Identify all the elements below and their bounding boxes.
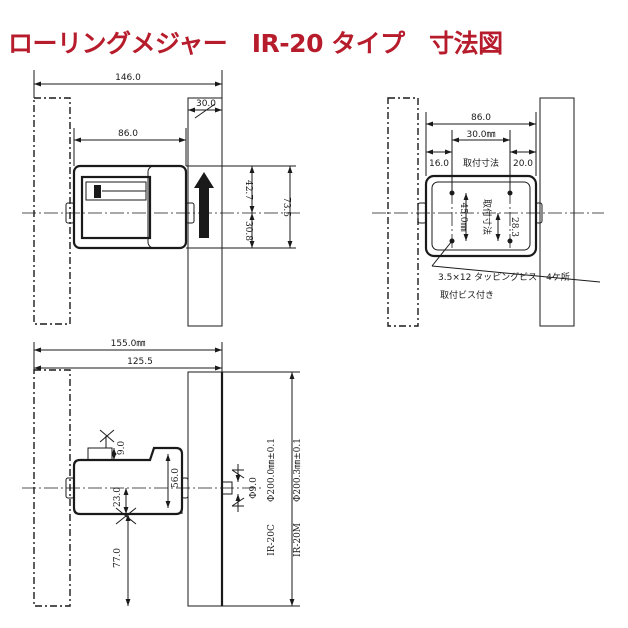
side-wall-outline bbox=[387, 97, 419, 327]
bottom-shaft bbox=[221, 481, 233, 495]
direction-arrow-icon bbox=[194, 172, 214, 238]
side-mount-pitch: 30.0㎜ bbox=[466, 130, 495, 140]
front-wall-outline bbox=[33, 97, 71, 325]
bottom-view: 155.0㎜ 125.5 9.0 56.0 23.0 77.0 Φ9.0 bbox=[22, 339, 303, 607]
side-left-wheel bbox=[417, 202, 427, 224]
dia-c: Φ200.0㎜±0.1 bbox=[267, 438, 277, 502]
front-rail bbox=[187, 97, 223, 327]
bottom-tab-height: 9.0 bbox=[117, 441, 127, 456]
bottom-offset: 77.0 bbox=[113, 548, 123, 568]
side-mount-label: 取付寸法 bbox=[463, 157, 499, 169]
front-lower-height: 30.8 bbox=[243, 221, 253, 241]
front-display-window bbox=[80, 175, 152, 240]
front-right-wheel bbox=[185, 202, 195, 224]
front-view: 146.0 30.0 86.0 42.7 30.8 73.5 bbox=[22, 70, 302, 327]
bottom-overall-width: 155.0㎜ bbox=[111, 339, 146, 349]
model-c: IR-20C bbox=[267, 524, 277, 556]
bottom-body-height: 56.0 bbox=[171, 468, 181, 488]
dia-m: Φ200.3㎜±0.1 bbox=[293, 438, 303, 502]
model-m: IR-20M bbox=[293, 523, 303, 557]
bottom-left-wheel bbox=[65, 477, 75, 499]
screw-spec: 3.5×12 タッピングビス 4ケ所 bbox=[438, 271, 570, 283]
side-right-margin: 20.0 bbox=[513, 159, 533, 169]
page-title: ローリングメジャー IR-20 タイプ 寸法図 bbox=[8, 29, 503, 58]
shaft-diameter: Φ9.0 bbox=[249, 477, 259, 499]
front-rail-width: 30.0 bbox=[196, 99, 216, 109]
side-left-margin: 16.0 bbox=[429, 159, 449, 169]
side-rail bbox=[539, 97, 575, 327]
front-body-width: 86.0 bbox=[118, 129, 138, 139]
bottom-tab bbox=[87, 447, 113, 461]
screw-note: 取付ビス付き bbox=[440, 290, 494, 301]
bottom-center-width: 125.5 bbox=[127, 357, 153, 367]
front-body bbox=[72, 164, 188, 250]
bottom-rail bbox=[187, 371, 223, 607]
side-lower-offset: 28.3 bbox=[509, 217, 519, 237]
side-vertical-mount-label: 取付寸法 bbox=[481, 199, 493, 235]
front-body-pocket bbox=[147, 165, 187, 249]
front-overall-width: 146.0 bbox=[115, 73, 141, 83]
side-vertical-pitch: 45.0㎜ bbox=[458, 202, 468, 231]
bottom-lower-body: 23.0 bbox=[113, 487, 123, 507]
side-overall-width: 86.0 bbox=[471, 113, 491, 123]
front-left-wheel bbox=[65, 202, 75, 224]
side-view: 86.0 30.0㎜ 16.0 取付寸法 20.0 45.0㎜ 取付寸法 28.… bbox=[372, 97, 604, 327]
side-body-inner bbox=[431, 181, 531, 251]
front-upper-height: 42.7 bbox=[243, 180, 253, 200]
screw-holes bbox=[449, 190, 513, 250]
bottom-body bbox=[72, 446, 184, 516]
front-total-height: 73.5 bbox=[281, 197, 291, 217]
front-display-mark bbox=[94, 185, 101, 198]
side-right-wheel bbox=[535, 202, 543, 224]
